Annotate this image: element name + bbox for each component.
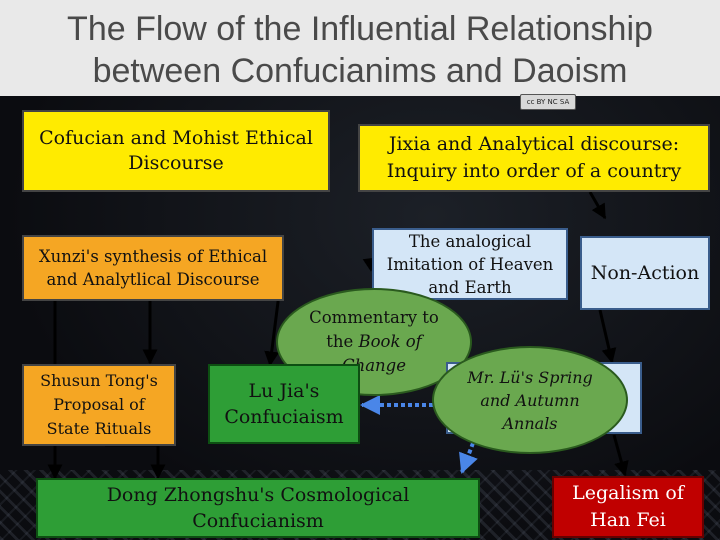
node-analogical: The analogical Imitation of Heaven and E… <box>372 228 568 300</box>
title-line-1: The Flow of the Influential Relationship <box>67 10 653 48</box>
arrow-jixia-to-nonaction <box>588 191 607 220</box>
node-dong-label: Dong Zhongshu's Cosmological Confucianis… <box>106 484 410 532</box>
node-commentary-label: Commentary to the Book of Change <box>304 306 444 378</box>
title-bar: The Flow of the Influential Relationship… <box>0 0 720 96</box>
node-lu-spring-label: Mr. Lü's Spring and Autumn Annals <box>467 367 593 433</box>
node-shusun-label: Shusun Tong's Proposal of State Rituals <box>40 371 158 438</box>
node-non-action: Non-Action <box>580 236 710 310</box>
node-analogical-label: The analogical Imitation of Heaven and E… <box>386 231 554 297</box>
node-cofucian-mohist: Cofucian and Mohist Ethical Discourse <box>22 110 330 192</box>
node-jixia: Jixia and Analytical discourse: Inquiry … <box>358 124 710 192</box>
node-cofucian-mohist-label: Cofucian and Mohist Ethical Discourse <box>39 127 313 174</box>
node-lu-spring: Mr. Lü's Spring and Autumn Annals <box>432 346 628 454</box>
node-jixia-label: Jixia and Analytical discourse: Inquiry … <box>386 133 682 182</box>
node-dong: Dong Zhongshu's Cosmological Confucianis… <box>36 478 480 538</box>
node-non-action-label: Non-Action <box>590 262 700 284</box>
node-legalism-label: Legalism of Han Fei <box>572 482 684 531</box>
license-badge: cc BY NC SA <box>520 94 576 110</box>
node-shusun: Shusun Tong's Proposal of State Rituals <box>22 364 176 446</box>
node-legalism: Legalism of Han Fei <box>552 476 704 538</box>
node-xunzi: Xunzi's synthesis of Ethical and Analytl… <box>22 235 284 301</box>
arrow-nonaction-to-luspring <box>598 309 617 364</box>
node-commentary-text: Commentary to the <box>309 308 439 351</box>
title-line-2: between Confucianims and Daoism <box>92 52 628 90</box>
arrow-luspring-to-legalism <box>612 434 629 477</box>
slide-title: The Flow of the Influential Relationship… <box>0 8 720 92</box>
node-lu-jia: Lu Jia's Confuciaism <box>208 364 360 444</box>
node-lu-jia-label: Lu Jia's Confuciaism <box>224 380 344 428</box>
arrow-shusun-to-dong <box>105 443 166 480</box>
node-xunzi-label: Xunzi's synthesis of Ethical and Analytl… <box>38 247 268 289</box>
